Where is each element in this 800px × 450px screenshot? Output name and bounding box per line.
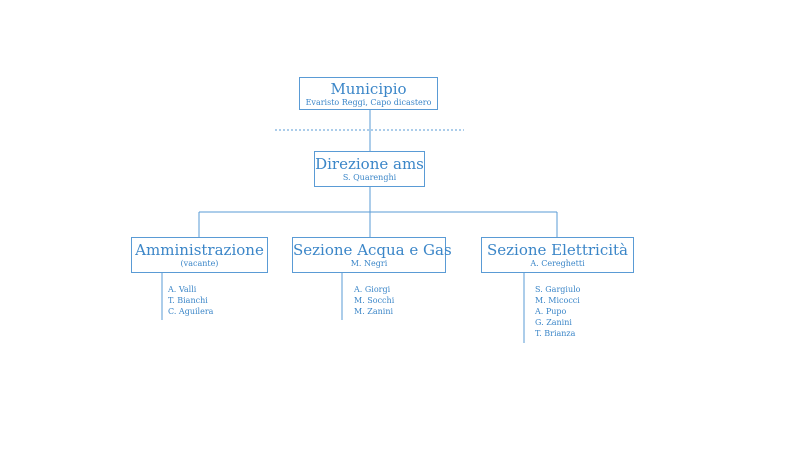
member-item: A. Pupo bbox=[535, 307, 567, 316]
direction-title: Direzione ams bbox=[315, 155, 424, 173]
root-title: Municipio bbox=[330, 80, 407, 98]
member-item: A. Valli bbox=[168, 285, 197, 294]
member-item: T. Brianza bbox=[535, 329, 576, 338]
member-item: G. Zanini bbox=[535, 318, 572, 327]
members-elettricita: S. Gargiulo M. Micocci A. Pupo G. Zanini… bbox=[535, 284, 580, 339]
member-item: C. Aguilera bbox=[168, 307, 214, 316]
section-box-elettricita: Sezione Elettricità A. Cereghetti bbox=[481, 237, 634, 273]
section-title: Amministrazione bbox=[135, 241, 264, 259]
member-item: A. Giorgi bbox=[354, 285, 391, 294]
direction-box: Direzione ams S. Quarenghi bbox=[314, 151, 425, 187]
members-amministrazione: A. Valli T. Bianchi C. Aguilera bbox=[168, 284, 213, 317]
section-box-amministrazione: Amministrazione (vacante) bbox=[131, 237, 268, 273]
section-subtitle: M. Negri bbox=[350, 259, 388, 268]
root-subtitle: Evaristo Reggi, Capo dicastero bbox=[305, 98, 432, 107]
member-item: M. Micocci bbox=[535, 296, 580, 305]
member-item: M. Zanini bbox=[354, 307, 394, 316]
members-acqua-gas: A. Giorgi M. Socchi M. Zanini bbox=[354, 284, 394, 317]
member-item: S. Gargiulo bbox=[535, 285, 581, 294]
section-title: Sezione Acqua e Gas bbox=[293, 241, 452, 259]
direction-subtitle: S. Quarenghi bbox=[342, 173, 397, 182]
member-item: T. Bianchi bbox=[168, 296, 208, 305]
section-box-acqua-gas: Sezione Acqua e Gas M. Negri bbox=[292, 237, 452, 273]
section-subtitle: (vacante) bbox=[180, 259, 219, 268]
section-title: Sezione Elettricità bbox=[486, 241, 628, 259]
member-item: M. Socchi bbox=[354, 296, 395, 305]
root-box: Municipio Evaristo Reggi, Capo dicastero bbox=[299, 77, 438, 110]
section-subtitle: A. Cereghetti bbox=[530, 259, 585, 268]
